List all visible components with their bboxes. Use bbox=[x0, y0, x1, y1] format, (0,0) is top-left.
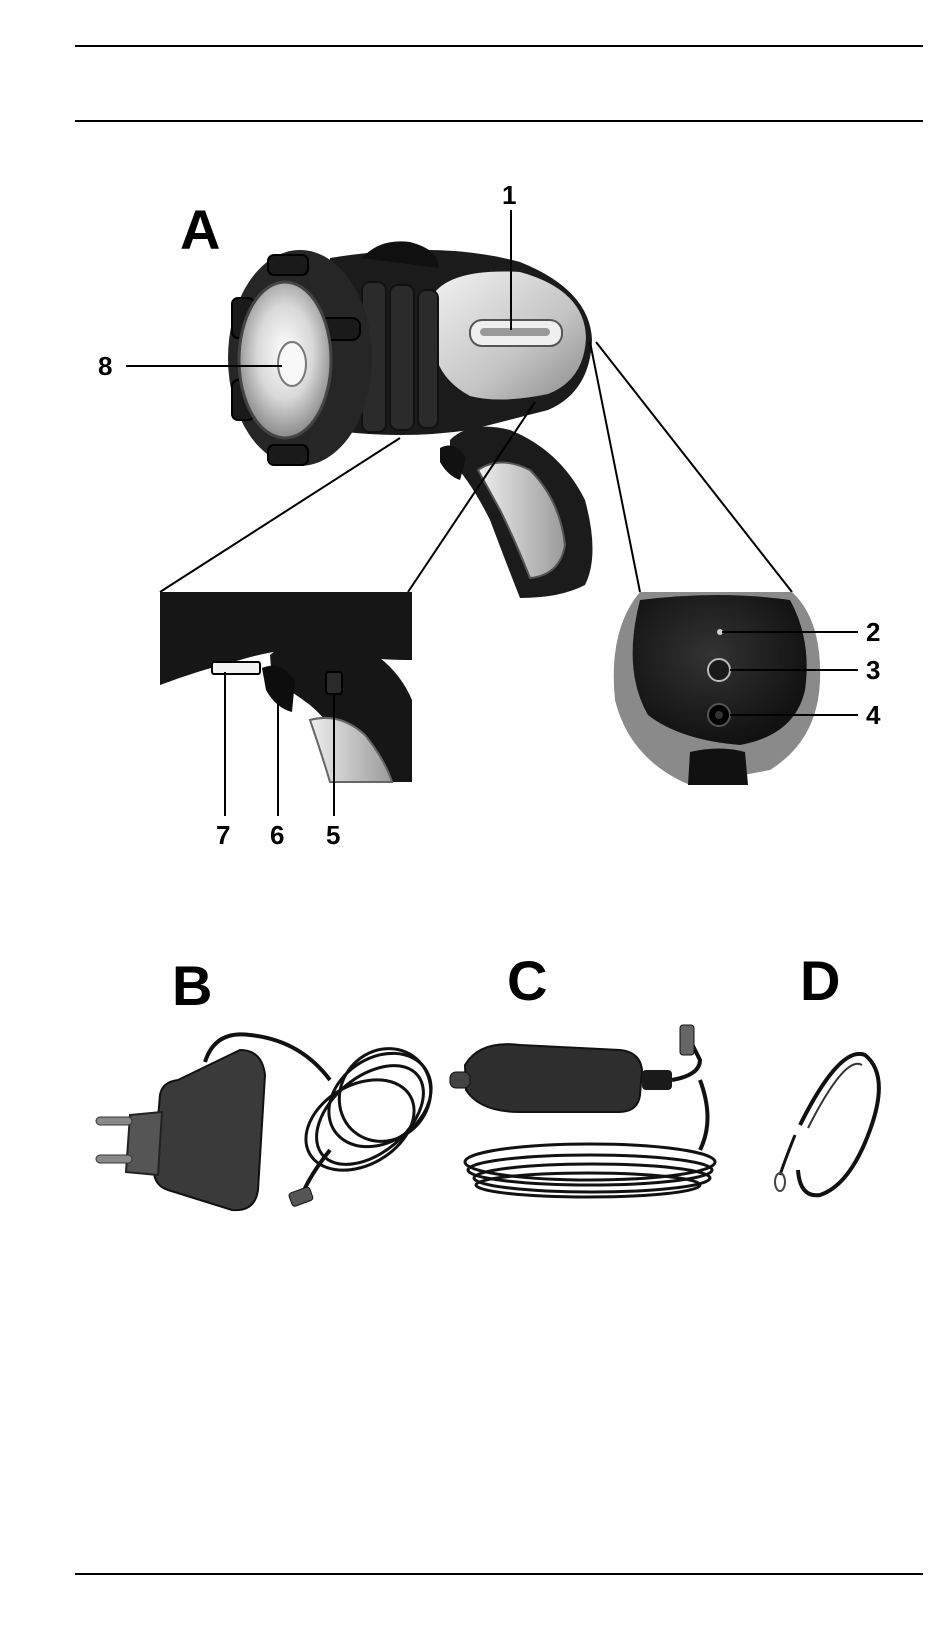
power-button bbox=[708, 659, 730, 681]
callout-4: 4 bbox=[866, 702, 880, 728]
car-adapter-illustration bbox=[450, 1025, 715, 1197]
back-panel-inset bbox=[614, 592, 858, 785]
callout-2: 2 bbox=[866, 619, 880, 645]
spotlight-collar bbox=[362, 282, 438, 432]
figure-d-label: D bbox=[800, 953, 840, 1009]
callout-6: 6 bbox=[270, 822, 284, 848]
callout-8: 8 bbox=[98, 353, 112, 379]
lock-switch bbox=[326, 672, 342, 694]
mains-adapter-illustration bbox=[96, 1030, 450, 1210]
spotlight-illustration bbox=[160, 241, 792, 598]
callout-7: 7 bbox=[216, 822, 230, 848]
callout-5: 5 bbox=[326, 822, 340, 848]
figure-a-label: A bbox=[180, 202, 220, 258]
usb-port bbox=[212, 662, 260, 674]
callout-3: 3 bbox=[866, 657, 880, 683]
grip-detail-inset bbox=[160, 592, 412, 816]
figure-b-label: B bbox=[172, 958, 212, 1014]
callout-1: 1 bbox=[502, 182, 516, 208]
figure-c-label: C bbox=[507, 953, 547, 1009]
wrist-strap-illustration bbox=[775, 1054, 879, 1195]
